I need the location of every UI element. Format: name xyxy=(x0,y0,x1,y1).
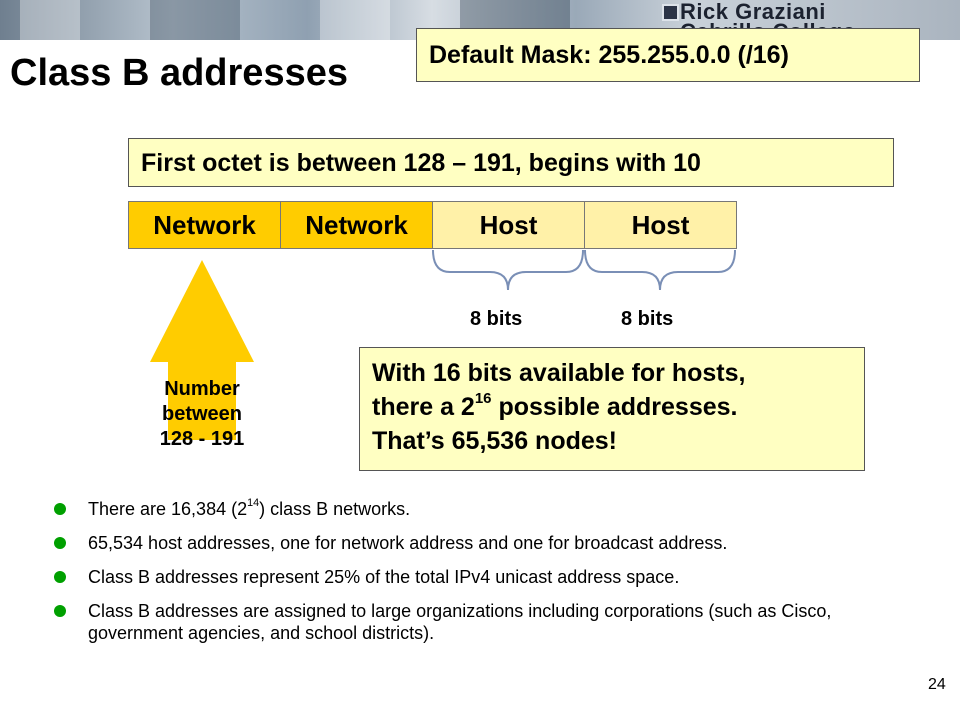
bullet-text: Class B addresses are assigned to large … xyxy=(88,601,832,643)
bullet-text: ) class B networks. xyxy=(259,499,411,519)
banner-author-name: Rick Graziani xyxy=(680,0,826,24)
banner-photo-strip xyxy=(320,0,390,40)
first-octet-callout: First octet is between 128 – 191, begins… xyxy=(128,138,894,187)
bullet-exponent: 14 xyxy=(247,496,260,509)
square-logo-icon xyxy=(662,4,679,21)
bits-label-host-1: 8 bits xyxy=(470,308,523,330)
address-octet-segments: Network Network Host Host xyxy=(128,201,737,249)
default-mask-text: Default Mask: 255.255.0.0 (/16) xyxy=(429,41,789,69)
segment-network-1: Network xyxy=(128,201,281,249)
arrow-label: Number between 128 - 191 xyxy=(122,377,282,452)
hosts-note-text: possible addresses. xyxy=(491,393,738,421)
hosts-note-line: With 16 bits available for hosts, xyxy=(372,359,746,387)
bullet-dot-icon xyxy=(54,571,66,583)
bullet-text: 65,534 host addresses, one for network a… xyxy=(88,533,728,553)
arrow-label-line: 128 - 191 xyxy=(159,428,245,450)
bullet-dot-icon xyxy=(54,605,66,617)
hosts-note-line: That’s 65,536 nodes! xyxy=(372,427,617,455)
segment-host-2: Host xyxy=(584,201,737,249)
bullet-dot-icon xyxy=(54,503,66,515)
default-mask-callout: Default Mask: 255.255.0.0 (/16) xyxy=(416,28,920,82)
page-number: 24 xyxy=(928,676,946,693)
bullet-text: Class B addresses represent 25% of the t… xyxy=(88,567,680,587)
bits-label-host-2: 8 bits xyxy=(621,308,674,330)
up-arrow-icon xyxy=(150,260,254,440)
list-item: Class B addresses represent 25% of the t… xyxy=(52,566,922,588)
bullet-text: There are 16,384 (2 xyxy=(88,499,248,519)
arrow-label-line: between xyxy=(161,403,243,425)
segment-host-1: Host xyxy=(432,201,585,249)
banner-photo-strip xyxy=(150,0,240,40)
bullet-list: There are 16,384 (214) class B networks.… xyxy=(52,496,922,656)
host-brace-left xyxy=(432,249,584,291)
hosts-note-text: there a 2 xyxy=(372,393,475,421)
list-item: There are 16,384 (214) class B networks. xyxy=(52,496,922,520)
bullet-dot-icon xyxy=(54,537,66,549)
hosts-note-callout: With 16 bits available for hosts, there … xyxy=(359,347,865,471)
hosts-note-exponent: 16 xyxy=(474,389,492,407)
arrow-label-line: Number xyxy=(164,378,240,400)
banner-photo-strip xyxy=(20,0,80,40)
segment-network-2: Network xyxy=(280,201,433,249)
list-item: 65,534 host addresses, one for network a… xyxy=(52,532,922,554)
host-brace-right xyxy=(584,249,736,291)
hosts-note-line: there a 216 possible addresses. xyxy=(372,390,864,424)
list-item: Class B addresses are assigned to large … xyxy=(52,600,922,644)
slide-title: Class B addresses xyxy=(10,52,348,94)
first-octet-text: First octet is between 128 – 191, begins… xyxy=(141,149,701,177)
